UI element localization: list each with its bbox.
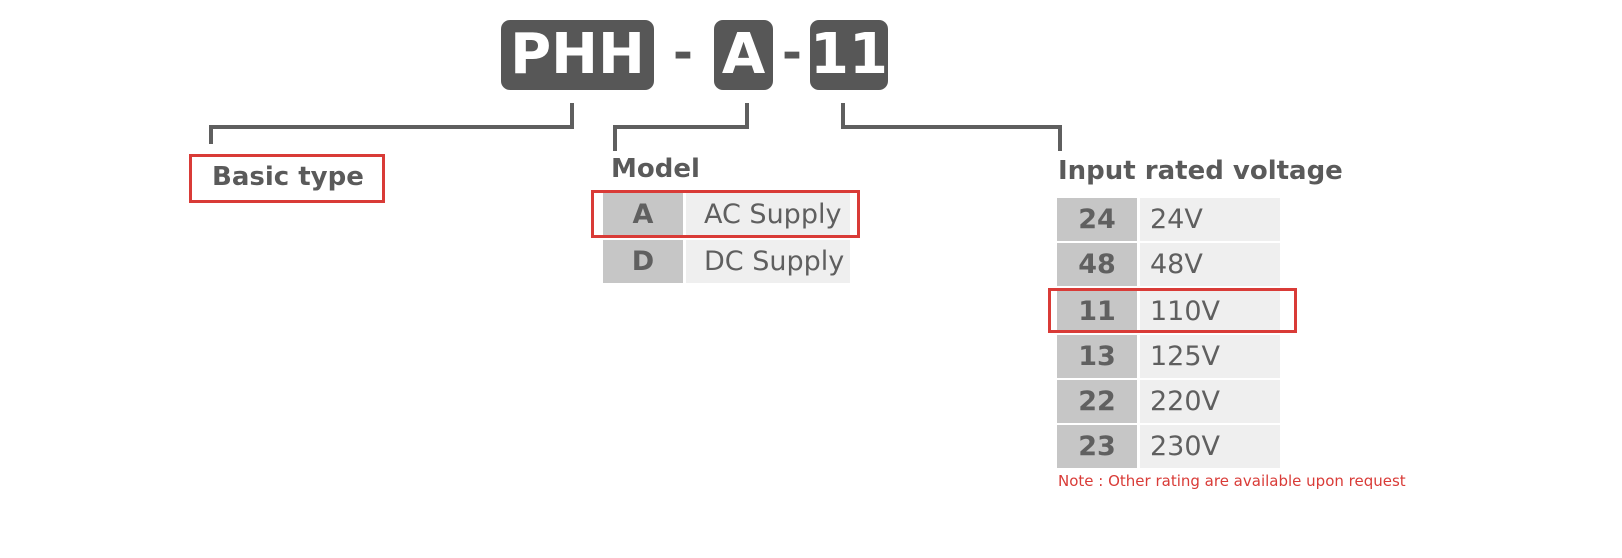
basic-type-label: Basic type — [212, 162, 364, 192]
voltage-desc-cell: 48V — [1140, 243, 1280, 286]
voltage-title: Input rated voltage — [1058, 156, 1343, 186]
voltage-desc-cell: 125V — [1140, 335, 1280, 378]
model-title: Model — [611, 154, 700, 184]
part-code-separator: - — [782, 25, 802, 81]
voltage-desc-cell: 230V — [1140, 425, 1280, 468]
voltage-code-cell: 22 — [1057, 380, 1137, 423]
voltage-code-cell: 11 — [1057, 290, 1137, 333]
part-code-voltage: 11 — [810, 20, 888, 90]
model-selected-highlight — [591, 190, 860, 238]
voltage-code-cell: 24 — [1057, 198, 1137, 241]
voltage-code-cell: 13 — [1057, 335, 1137, 378]
part-code-model: A — [714, 20, 773, 90]
model-code-cell: D — [603, 240, 683, 283]
model-desc-cell: DC Supply — [686, 240, 850, 283]
voltage-code-cell: 48 — [1057, 243, 1137, 286]
voltage-note: Note : Other rating are available upon r… — [1058, 472, 1406, 490]
model-code-cell: A — [603, 193, 683, 236]
part-code-basic: PHH — [501, 20, 654, 90]
model-desc-cell: AC Supply — [686, 193, 850, 236]
voltage-selected-highlight — [1048, 288, 1297, 333]
part-code-separator: - — [673, 25, 693, 81]
voltage-desc-cell: 24V — [1140, 198, 1280, 241]
voltage-code-cell: 23 — [1057, 425, 1137, 468]
voltage-desc-cell: 220V — [1140, 380, 1280, 423]
voltage-desc-cell: 110V — [1140, 290, 1280, 333]
basic-type-highlight — [189, 154, 385, 203]
